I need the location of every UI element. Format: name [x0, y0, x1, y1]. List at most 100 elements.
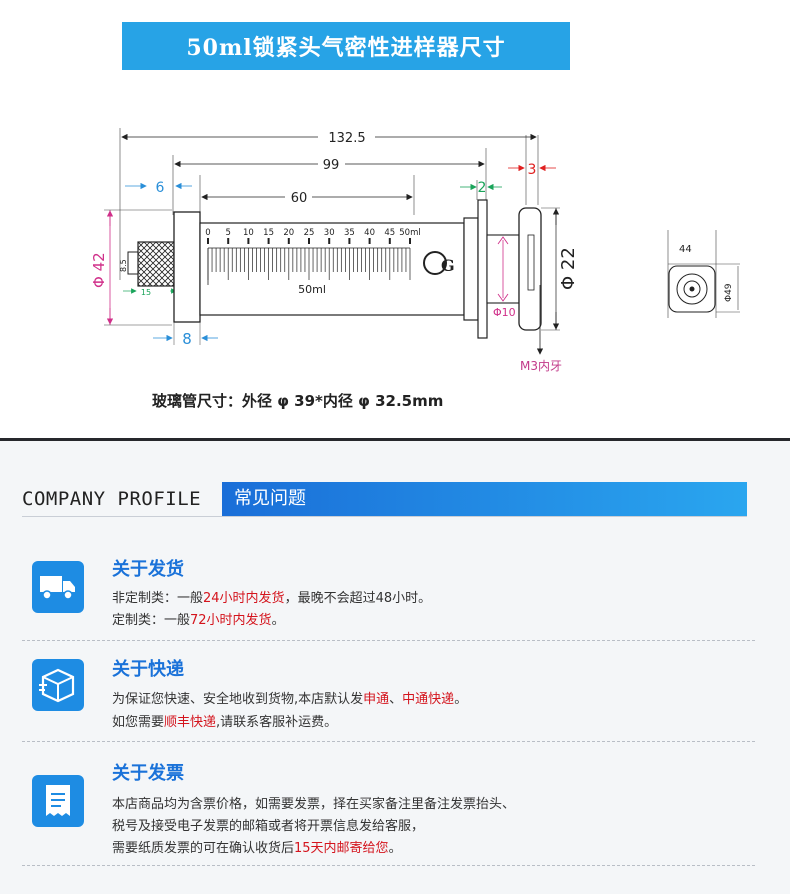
dim-total-label: 132.5: [328, 131, 365, 146]
highlight-text: 申通: [363, 692, 390, 707]
scale-label: 40: [364, 228, 375, 238]
faq-separator: [22, 741, 755, 742]
dim-nut-width-label: 15: [141, 288, 151, 297]
scale-label: 25: [304, 228, 315, 238]
dimension-drawing-panel: 50ml锁紧头气密性进样器尺寸 13: [0, 0, 790, 438]
scale-major-mark: [348, 238, 351, 244]
glass-barrel: [199, 222, 465, 316]
barrel-volume-label: 50ml: [298, 283, 326, 296]
dimension-scale: 60: [201, 191, 413, 206]
highlight-text: 15天内邮寄给您: [294, 841, 389, 856]
dim-thumb-diameter-label: Φ 22: [558, 247, 579, 290]
faq-header: 常见问题: [222, 482, 747, 516]
scale-major-mark: [409, 238, 411, 244]
scale-major-mark: [247, 238, 250, 244]
side-view-right-label: Φ49: [724, 283, 734, 302]
scale-label: 0: [205, 228, 210, 238]
faq-line: 定制类：一般72小时内发货。: [112, 609, 285, 628]
scale-label: 35: [344, 228, 355, 238]
brand-logo-icon: G: [423, 251, 455, 275]
faq-line: 非定制类：一般24小时内发货，最晚不会超过48小时。: [112, 587, 431, 606]
side-view-top-label: 44: [679, 244, 692, 255]
faq-separator: [22, 640, 755, 641]
faq-separator: [22, 865, 755, 866]
faq-line: 为保证您快速、安全地收到货物,本店默认发申通、中通快递。: [112, 688, 467, 707]
body-text: 。: [388, 841, 402, 856]
company-profile-label: COMPANY PROFILE: [22, 488, 202, 510]
svg-text:G: G: [441, 256, 455, 275]
highlight-text: 中通快递: [402, 692, 455, 707]
flange-plate: [477, 199, 488, 339]
dimension-thumb: 3: [508, 162, 556, 178]
body-text: 、: [389, 692, 403, 707]
dim-hub-width-label: 8: [182, 330, 192, 348]
highlight-text: 24小时内发货: [203, 591, 285, 606]
faq-item-shipping: 关于发货 非定制类：一般24小时内发货，最晚不会超过48小时。 定制类：一般72…: [22, 549, 755, 639]
thread-label: M3内牙: [520, 359, 562, 373]
drawing-title: 50ml锁紧头气密性进样器尺寸: [122, 22, 570, 70]
dimension-total: 132.5: [121, 131, 537, 146]
scale-major-mark: [328, 238, 331, 244]
dimension-barrel: 99: [174, 158, 485, 173]
scale-major-mark: [287, 238, 290, 244]
scale-major-mark: [267, 238, 270, 244]
faq-panel: COMPANY PROFILE 常见问题 关于发货 非定制类：一般24小时内发货…: [0, 441, 790, 894]
scale-label: 5: [225, 228, 230, 238]
body-text: 定制类：一般: [112, 613, 191, 628]
dimension-flange: 2: [460, 180, 502, 196]
faq-title: 关于发票: [112, 763, 184, 784]
body-text: 如您需要: [112, 715, 165, 730]
scale-label: 50ml: [399, 228, 420, 238]
body-text: 税号及接受电子发票的邮箱或者将开票信息发给客服，: [112, 819, 425, 834]
body-text: ，最晚不会超过48小时。: [284, 591, 432, 606]
body-text: 。: [271, 613, 285, 628]
dim-thumb-label: 3: [528, 162, 537, 178]
scale-label: 15: [263, 228, 274, 238]
invoice-icon: [32, 775, 84, 827]
dim-nut-side-label: 8.5: [119, 259, 128, 272]
barrel-end-cap: [463, 217, 479, 321]
dimension-thumb-diameter: Φ 22: [541, 207, 579, 331]
scale-label: 10: [243, 228, 254, 238]
syringe-diagram: 132.5 99 60 6 2 3: [90, 128, 740, 410]
package-icon: [32, 659, 84, 711]
scale-major-mark: [207, 238, 209, 244]
scale-major-mark: [368, 238, 371, 244]
glass-tube-note: 玻璃管尺寸：外径 φ 39*内径 φ 32.5mm: [152, 392, 443, 410]
faq-line: 如您需要顺丰快递,请联系客服补运费。: [112, 711, 337, 730]
body-text: 需要纸质发票的可在确认收货后: [112, 841, 295, 856]
body-text: ,请联系客服补运费。: [216, 715, 338, 730]
side-view: 44 Φ49: [667, 230, 740, 318]
scale-major-mark: [308, 238, 310, 244]
dim-scale-label: 60: [291, 191, 308, 206]
dim-height-left-label: Φ 42: [90, 252, 108, 288]
locking-nut: 8.5 15 12: [119, 241, 189, 297]
body-text: 为保证您快速、安全地收到货物,本店默认发: [112, 692, 364, 707]
scale-label: 20: [283, 228, 294, 238]
faq-title: 关于发货: [112, 559, 184, 580]
scale-label: 45: [384, 228, 395, 238]
barrel-scale: [207, 238, 411, 280]
scale-major-mark: [227, 238, 230, 244]
highlight-text: 72小时内发货: [190, 613, 272, 628]
faq-line: 税号及接受电子发票的邮箱或者将开票信息发给客服，: [112, 815, 424, 834]
faq-line: 本店商品均为含票价格，如需要发票，择在买家备注里备注发票抬头、: [112, 793, 515, 812]
faq-title: 关于快递: [112, 659, 184, 680]
left-hub: [173, 211, 201, 323]
dim-flange-label: 2: [478, 180, 487, 196]
body-text: 。: [454, 692, 468, 707]
body-text: 本店商品均为含票价格，如需要发票，择在买家备注里备注发票抬头、: [112, 797, 516, 812]
extension-lines: [119, 128, 539, 280]
header-rule: [22, 516, 747, 517]
faq-item-courier: 关于快递 为保证您快速、安全地收到货物,本店默认发申通、中通快递。 如您需要顺丰…: [22, 651, 755, 741]
faq-item-invoice: 关于发票 本店商品均为含票价格，如需要发票，择在买家备注里备注发票抬头、 税号及…: [22, 753, 755, 863]
highlight-text: 顺丰快递: [164, 715, 217, 730]
dim-phi10-label: Φ10: [493, 306, 516, 319]
dimension-left-cap: 6: [125, 180, 192, 196]
dim-left-cap-label: 6: [156, 180, 165, 196]
body-text: 非定制类：一般: [112, 591, 204, 606]
truck-icon: [32, 561, 84, 613]
faq-line: 需要纸质发票的可在确认收货后15天内邮寄给您。: [112, 837, 402, 856]
dim-barrel-label: 99: [323, 158, 340, 173]
